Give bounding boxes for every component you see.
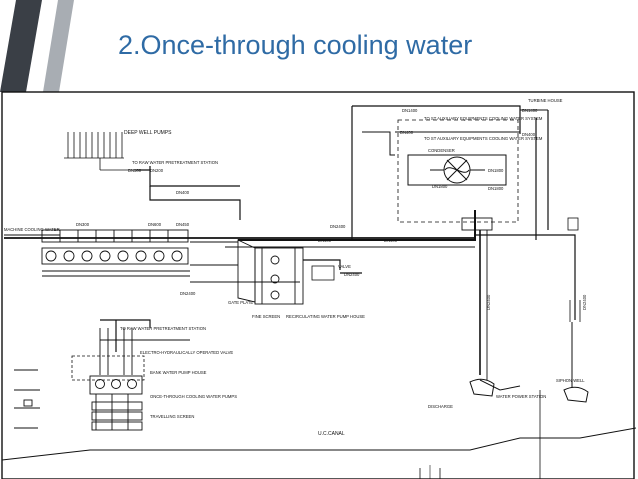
pipe-to-siphon xyxy=(475,234,576,320)
label-dn400-right-top: DN400 xyxy=(522,132,536,137)
label-dn1800-left: DN1800 xyxy=(432,184,448,189)
label-dn1800-lower: DN1800 xyxy=(488,186,504,191)
water-power-station xyxy=(469,378,495,397)
label-deep-well-pumps: DEEP WELL PUMPS xyxy=(124,130,172,136)
cooling-water-diagram: DEEP WELL PUMPS TO RAW WATER PRETREATMEN… xyxy=(1,91,637,479)
label-siphon-well: SIPHON WELL xyxy=(556,378,585,383)
label-dn2400-siphon: DN2400 xyxy=(582,294,587,310)
pipe-dn1400 xyxy=(351,105,521,240)
label-dn2400-main: DN2400 xyxy=(330,224,346,229)
label-to-raw-water-1: TO RAW WATER PRETREATMENT STATION xyxy=(132,160,218,165)
label-valve: VALVE xyxy=(338,264,351,269)
label-fine-screen: FINE SCREEN xyxy=(252,314,280,319)
label-once-through-pumps: ONCE-THROUGH COOLING WATER PUMPS xyxy=(150,394,237,399)
label-dn400-right: DN400 xyxy=(384,238,398,243)
label-dn450: DN450 xyxy=(176,222,190,227)
left-legend-marks xyxy=(14,369,40,429)
corner-stripes-decoration xyxy=(0,0,74,92)
label-dn1800-right: DN1800 xyxy=(488,168,504,173)
label-bank-water-house: BANK WATER PUMP HOUSE xyxy=(150,370,207,375)
pipe-dn2400-main xyxy=(238,210,476,241)
label-to-raw-water-2: TO RAW WATER PRETREATMENT STATION xyxy=(120,326,206,331)
label-dn2400-vertical: DN2400 xyxy=(486,294,491,310)
label-dn400: DN400 xyxy=(176,190,190,195)
condenser-dashed-box xyxy=(397,119,519,223)
label-dn600: DN600 xyxy=(148,222,162,227)
diagram-border xyxy=(1,91,635,479)
label-to-st-aux-1: TO ST AUXILIARY EQUIPMENTS COOLING WATER… xyxy=(424,116,543,121)
label-machine-cooling-water: MACHINE COOLING WATER xyxy=(4,227,60,232)
label-water-power-station: WATER POWER STATION xyxy=(496,394,546,399)
label-turbine-house: TURBINE HOUSE xyxy=(528,98,563,103)
label-discharge: DISCHARGE xyxy=(428,404,453,409)
pipe-dn2400-branch xyxy=(303,259,341,270)
slide-title: 2.Once-through cooling water xyxy=(118,30,473,60)
once-through-pumps xyxy=(89,375,143,431)
deep-well-pumps xyxy=(64,132,136,171)
label-dn500: DN500 xyxy=(128,168,142,173)
label-uc-canal: U.C.CANAL xyxy=(318,431,345,437)
label-dn300-pumps: DN300 xyxy=(76,222,90,227)
label-dn2400-valve: DN2400 xyxy=(344,272,360,277)
pipe-to-raw-water-2 xyxy=(100,319,151,352)
pipe-dn400 xyxy=(149,186,241,220)
bank-pump-pipes xyxy=(99,328,133,375)
label-to-st-aux-2: TO ST AUXILIARY EQUIPMENTS COOLING WATER… xyxy=(424,136,543,141)
canal-line xyxy=(1,427,637,461)
pipe-dn400-to-condenser xyxy=(362,131,395,156)
label-gate-plate: GATE PLATE xyxy=(228,300,253,305)
label-condenser: CONDENSER xyxy=(428,148,455,153)
label-dn2400-lower: DN2400 xyxy=(180,291,196,296)
label-dn1400-right: DN1400 xyxy=(522,108,538,113)
label-electro-valve: ELECTRO-HYDRAULICALLY OPERATED VALVE xyxy=(140,350,233,355)
machine-cooling-pumps xyxy=(41,229,190,277)
label-dn400-cond: DN400 xyxy=(400,130,414,135)
label-dn1400-top: DN1400 xyxy=(402,108,418,113)
label-travelling-screen: TRAVELLING SCREEN xyxy=(150,414,194,419)
label-recirculating-house: RECIRCULATING WATER PUMP HOUSE xyxy=(286,314,365,319)
recirculating-forebay xyxy=(237,239,304,305)
condenser xyxy=(407,154,507,186)
valve-box xyxy=(311,265,335,281)
turbine-house-box xyxy=(461,217,493,231)
label-dn400-main: DN400 xyxy=(318,238,332,243)
label-dn200: DN200 xyxy=(150,168,164,173)
